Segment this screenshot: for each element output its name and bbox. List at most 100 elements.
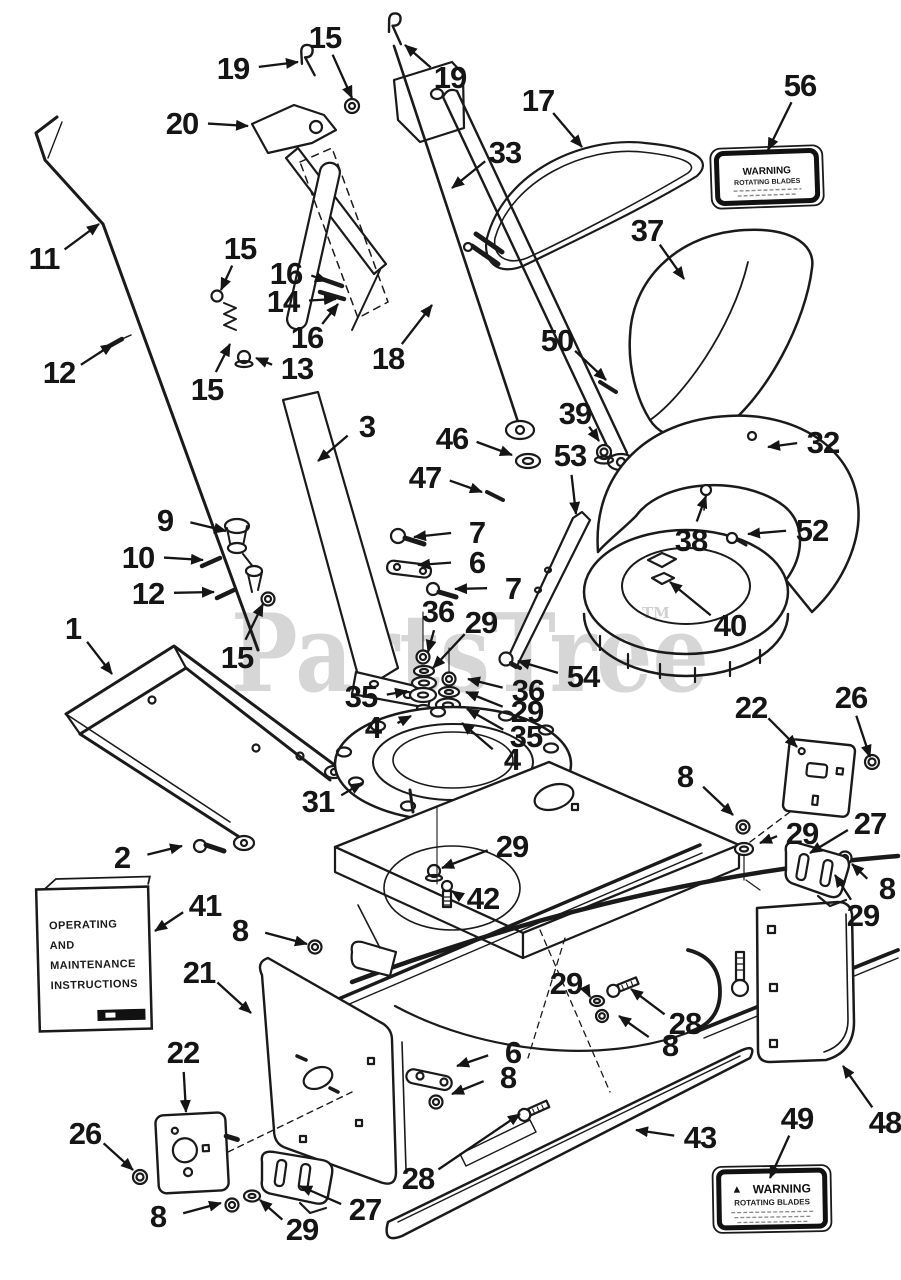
part-number-label[interactable]: 12 [132, 576, 165, 611]
part-number-label[interactable]: 13 [281, 351, 315, 386]
part-number-label[interactable]: 39 [559, 396, 593, 431]
callout-35[interactable]: 35 [466, 707, 544, 754]
callout-27[interactable]: 27 [809, 806, 887, 854]
part-number-label[interactable]: 41 [189, 888, 223, 923]
part-number-label[interactable]: 56 [784, 68, 818, 103]
callout-10[interactable]: 10 [122, 540, 204, 575]
callout-8[interactable]: 8 [232, 913, 308, 948]
part-number-label[interactable]: 40 [714, 608, 747, 643]
callout-1[interactable]: 1 [65, 611, 113, 675]
part-number-label[interactable]: 17 [522, 83, 555, 118]
part-number-label[interactable]: 29 [465, 605, 499, 640]
callout-15[interactable]: 15 [191, 343, 232, 407]
part-number-label[interactable]: 32 [807, 425, 840, 460]
callout-28[interactable]: 28 [630, 988, 703, 1041]
part-number-label[interactable]: 3 [359, 409, 377, 444]
callout-54[interactable]: 54 [517, 659, 602, 694]
callout-29[interactable]: 29 [259, 1199, 320, 1247]
callout-16[interactable]: 16 [270, 256, 328, 291]
part-number-label[interactable]: 7 [505, 571, 522, 606]
part-number-label[interactable]: 54 [567, 659, 602, 694]
callout-39[interactable]: 39 [559, 396, 600, 442]
part-number-label[interactable]: 29 [847, 898, 881, 933]
callout-31[interactable]: 31 [302, 782, 363, 819]
callout-53[interactable]: 53 [554, 438, 588, 515]
callout-46[interactable]: 46 [436, 421, 513, 457]
part-number-label[interactable]: 29 [550, 966, 584, 1001]
part-number-label[interactable]: 11 [29, 241, 62, 276]
part-number-label[interactable]: 53 [554, 438, 588, 473]
callout-22[interactable]: 22 [735, 690, 798, 748]
callout-19[interactable]: 19 [404, 44, 468, 95]
part-number-label[interactable]: 7 [469, 515, 486, 550]
part-number-label[interactable]: 10 [122, 540, 155, 575]
callout-26[interactable]: 26 [835, 680, 872, 758]
part-number-label[interactable]: 15 [191, 372, 225, 407]
callout-29[interactable]: 29 [759, 816, 820, 851]
callout-36[interactable]: 36 [467, 673, 546, 708]
part-number-label[interactable]: 37 [631, 213, 664, 248]
callout-8[interactable]: 8 [677, 759, 734, 816]
callout-3[interactable]: 3 [317, 409, 377, 462]
part-number-label[interactable]: 26 [69, 1116, 103, 1151]
part-number-label[interactable]: 43 [684, 1120, 718, 1155]
callout-7[interactable]: 7 [454, 571, 522, 606]
part-number-label[interactable]: 29 [496, 829, 530, 864]
part-number-label[interactable]: 29 [786, 816, 820, 851]
part-number-label[interactable]: 4 [504, 742, 523, 777]
callout-29[interactable]: 29 [550, 966, 592, 1001]
callout-42[interactable]: 42 [451, 881, 500, 916]
part-number-label[interactable]: 19 [434, 60, 468, 95]
part-number-label[interactable]: 35 [510, 719, 544, 754]
part-number-label[interactable]: 12 [43, 355, 76, 390]
part-number-label[interactable]: 42 [467, 881, 500, 916]
callout-29[interactable]: 29 [432, 605, 499, 669]
callout-14[interactable]: 14 [267, 284, 337, 319]
part-number-label[interactable]: 49 [781, 1101, 815, 1136]
part-number-label[interactable]: 28 [669, 1006, 703, 1041]
part-number-label[interactable]: 52 [796, 513, 829, 548]
callout-17[interactable]: 17 [522, 83, 583, 148]
callout-12[interactable]: 12 [132, 576, 215, 611]
callout-22[interactable]: 22 [167, 1035, 200, 1113]
part-number-label[interactable]: 46 [436, 421, 470, 456]
callout-15[interactable]: 15 [309, 20, 354, 99]
part-number-label[interactable]: 33 [489, 135, 523, 170]
callout-26[interactable]: 26 [69, 1116, 134, 1171]
callout-29[interactable]: 29 [441, 829, 530, 870]
callout-20[interactable]: 20 [166, 106, 249, 141]
callout-29[interactable]: 29 [834, 874, 881, 933]
callout-15[interactable]: 15 [221, 603, 265, 675]
callout-8[interactable]: 8 [451, 1060, 518, 1096]
callout-7[interactable]: 7 [413, 515, 486, 550]
callout-40[interactable]: 40 [669, 581, 747, 643]
part-number-label[interactable]: 27 [854, 806, 887, 841]
callout-29[interactable]: 29 [465, 690, 545, 729]
part-number-label[interactable]: 8 [677, 759, 695, 794]
callout-43[interactable]: 43 [635, 1120, 718, 1155]
callout-33[interactable]: 33 [451, 135, 523, 189]
part-number-label[interactable]: 38 [675, 523, 709, 558]
callout-16[interactable]: 16 [291, 303, 339, 355]
part-number-label[interactable]: 8 [879, 871, 897, 906]
callout-36[interactable]: 36 [422, 594, 456, 653]
part-number-label[interactable]: 15 [309, 20, 343, 55]
part-number-label[interactable]: 35 [345, 679, 379, 714]
part-number-label[interactable]: 31 [302, 784, 336, 819]
part-number-label[interactable]: 28 [402, 1161, 436, 1196]
part-number-label[interactable]: 8 [662, 1028, 680, 1063]
callout-27[interactable]: 27 [299, 1184, 382, 1227]
callout-49[interactable]: 49 [768, 1101, 815, 1179]
callout-18[interactable]: 18 [372, 304, 433, 376]
callout-8[interactable]: 8 [851, 863, 897, 906]
callout-50[interactable]: 50 [541, 323, 607, 381]
part-number-label[interactable]: 50 [541, 323, 574, 358]
callout-21[interactable]: 21 [183, 955, 252, 1014]
callout-8[interactable]: 8 [618, 1015, 680, 1063]
callout-9[interactable]: 9 [157, 503, 227, 538]
callout-32[interactable]: 32 [767, 425, 840, 460]
callout-13[interactable]: 13 [255, 351, 315, 386]
callout-47[interactable]: 47 [409, 460, 483, 495]
part-number-label[interactable]: 8 [150, 1199, 168, 1234]
part-number-label[interactable]: 14 [267, 284, 302, 319]
